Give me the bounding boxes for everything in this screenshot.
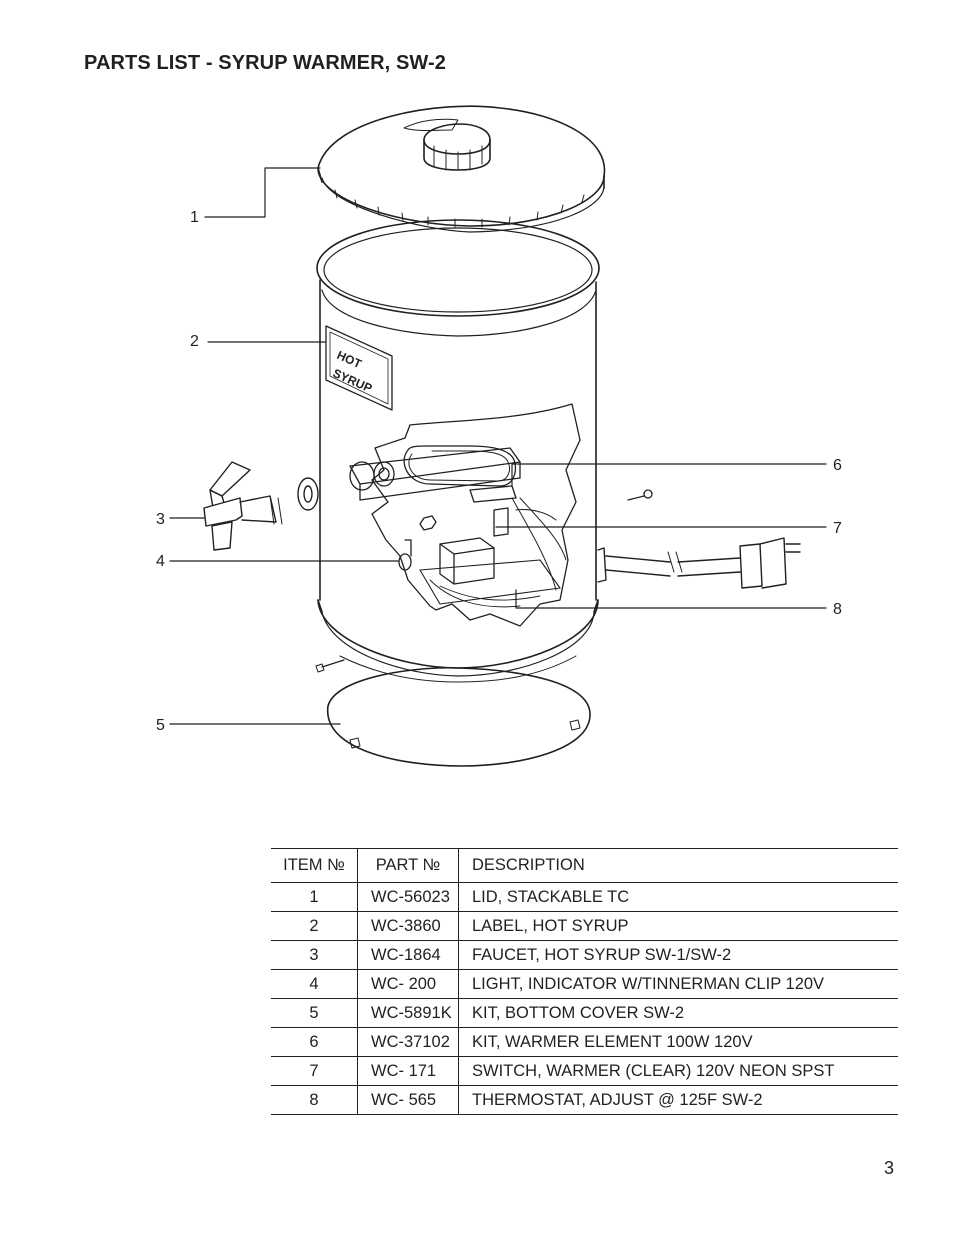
item-number-header: ITEM № (271, 848, 358, 883)
part-number-cell: WC-3860 (357, 911, 459, 941)
description-header: DESCRIPTION (458, 848, 898, 883)
description-cell: LABEL, HOT SYRUP (458, 911, 898, 941)
table-row: 2 WC-3860 LABEL, HOT SYRUP (271, 911, 898, 941)
description-cell: LIGHT, INDICATOR W/TINNERMAN CLIP 120V (458, 969, 898, 999)
callout-1: 1 (190, 209, 199, 226)
table-row: 5 WC-5891K KIT, BOTTOM COVER SW-2 (271, 998, 898, 1028)
part-number-header: PART № (357, 848, 459, 883)
item-number-cell: 7 (271, 1056, 358, 1086)
part-number-cell: WC- 171 (357, 1056, 459, 1086)
parts-table: ITEM № PART № DESCRIPTION 1 WC-56023 LID… (271, 848, 898, 1115)
body-part (316, 219, 600, 683)
description-cell: KIT, WARMER ELEMENT 100W 120V (458, 1027, 898, 1057)
callout-leaders (169, 167, 827, 725)
item-number-cell: 6 (271, 1027, 358, 1057)
lid-part (317, 105, 606, 233)
exploded-parts-diagram: HOT SYRUP 1 2 3 4 5 6 7 8 (156, 105, 842, 767)
table-row: 6 WC-37102 KIT, WARMER ELEMENT 100W 120V (271, 1027, 898, 1057)
hot-syrup-label-line2: SYRUP (331, 366, 374, 396)
description-cell: THERMOSTAT, ADJUST @ 125F SW-2 (458, 1085, 898, 1115)
table-row: 7 WC- 171 SWITCH, WARMER (CLEAR) 120V NE… (271, 1056, 898, 1086)
description-cell: SWITCH, WARMER (CLEAR) 120V NEON SPST (458, 1056, 898, 1086)
table-row: 8 WC- 565 THERMOSTAT, ADJUST @ 125F SW-2 (271, 1085, 898, 1115)
callout-6: 6 (833, 457, 842, 474)
description-cell: FAUCET, HOT SYRUP SW-1/SW-2 (458, 940, 898, 970)
faucet-part (203, 461, 319, 551)
table-row: 1 WC-56023 LID, STACKABLE TC (271, 882, 898, 912)
description-cell: LID, STACKABLE TC (458, 882, 898, 912)
part-number-cell: WC-1864 (357, 940, 459, 970)
item-number-cell: 5 (271, 998, 358, 1028)
item-number-cell: 3 (271, 940, 358, 970)
callout-4: 4 (156, 553, 165, 570)
table-header-row: ITEM № PART № DESCRIPTION (271, 848, 898, 883)
page-number: 3 (884, 1158, 895, 1178)
callout-5: 5 (156, 717, 165, 734)
item-number-cell: 4 (271, 969, 358, 999)
power-cord (597, 537, 801, 589)
internal-components (349, 445, 653, 608)
callout-3: 3 (156, 511, 165, 528)
bottom-cover-part (315, 659, 591, 767)
description-cell: KIT, BOTTOM COVER SW-2 (458, 998, 898, 1028)
part-number-cell: WC-56023 (357, 882, 459, 912)
table-row: 4 WC- 200 LIGHT, INDICATOR W/TINNERMAN C… (271, 969, 898, 999)
part-number-cell: WC- 565 (357, 1085, 459, 1115)
callout-2: 2 (190, 333, 199, 350)
callout-7: 7 (833, 520, 842, 537)
part-number-cell: WC- 200 (357, 969, 459, 999)
table-row: 3 WC-1864 FAUCET, HOT SYRUP SW-1/SW-2 (271, 940, 898, 970)
page-title: PARTS LIST - SYRUP WARMER, SW-2 (84, 52, 446, 74)
callout-8: 8 (833, 601, 842, 618)
item-number-cell: 1 (271, 882, 358, 912)
part-number-cell: WC-5891K (357, 998, 459, 1028)
part-number-cell: WC-37102 (357, 1027, 459, 1057)
item-number-cell: 8 (271, 1085, 358, 1115)
item-number-cell: 2 (271, 911, 358, 941)
